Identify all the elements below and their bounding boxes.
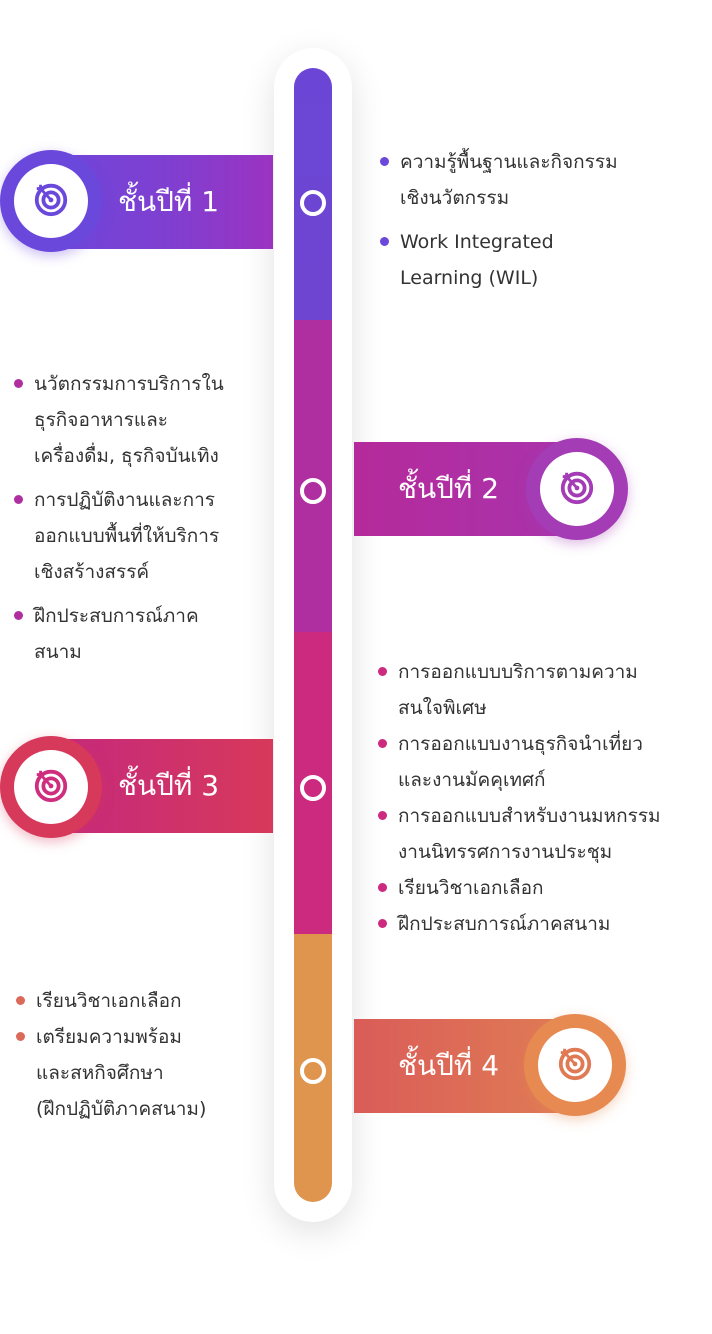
timeline-node-year-2 bbox=[300, 478, 326, 504]
year-3-label: ชั้นปีที่ 3 bbox=[118, 769, 220, 802]
year-3-badge bbox=[0, 736, 102, 838]
bullet bbox=[16, 1032, 25, 1041]
year-3-item-1: การออกแบบบริการตามความ สนใจพิเศษ bbox=[398, 661, 638, 719]
target-icon bbox=[558, 468, 596, 510]
year-1-list: ความรู้พื้นฐานและกิจกรรม เชิงนวัตกรรม Wo… bbox=[378, 144, 698, 296]
bullet bbox=[14, 611, 23, 620]
list-item: เรียนวิชาเอกเลือก bbox=[14, 983, 272, 1019]
year-4-list: เรียนวิชาเอกเลือก เตรียมความพร้อม และสหก… bbox=[14, 983, 272, 1127]
target-icon bbox=[32, 766, 70, 808]
timeline-track bbox=[294, 68, 332, 1202]
list-item: เตรียมความพร้อม และสหกิจศึกษา (ฝึกปฏิบัต… bbox=[14, 1019, 272, 1127]
year-2-item-3: ฝึกประสบการณ์ภาค สนาม bbox=[34, 605, 199, 663]
year-4-item-1: เรียนวิชาเอกเลือก bbox=[36, 990, 182, 1012]
target-icon bbox=[556, 1044, 594, 1086]
list-item: การออกแบบสำหรับงานมหกรรม งานนิทรรศการงาน… bbox=[376, 798, 712, 870]
year-4-item-2: เตรียมความพร้อม และสหกิจศึกษา (ฝึกปฏิบัต… bbox=[36, 1026, 207, 1120]
list-item: ฝึกประสบการณ์ภาค สนาม bbox=[12, 598, 272, 670]
year-4-label: ชั้นปีที่ 4 bbox=[398, 1049, 500, 1082]
year-3-list: การออกแบบบริการตามความ สนใจพิเศษ การออกแ… bbox=[376, 654, 712, 942]
year-1-label: ชั้นปีที่ 1 bbox=[118, 185, 220, 218]
timeline-node-year-1 bbox=[300, 190, 326, 216]
list-item: เรียนวิชาเอกเลือก bbox=[376, 870, 712, 906]
bullet bbox=[380, 237, 389, 246]
list-item: การออกแบบงานธุรกิจนำเที่ยว และงานมัคคุเท… bbox=[376, 726, 712, 798]
bullet bbox=[378, 919, 387, 928]
target-icon bbox=[32, 180, 70, 222]
bullet bbox=[14, 379, 23, 388]
timeline-segment-year-2 bbox=[294, 320, 332, 632]
year-2-label: ชั้นปีที่ 2 bbox=[398, 472, 500, 505]
year-3-item-5: ฝึกประสบการณ์ภาคสนาม bbox=[398, 913, 611, 935]
list-item: Work Integrated Learning (WIL) bbox=[378, 224, 698, 296]
bullet bbox=[16, 996, 25, 1005]
bullet bbox=[14, 495, 23, 504]
year-3-item-2: การออกแบบงานธุรกิจนำเที่ยว และงานมัคคุเท… bbox=[398, 733, 643, 791]
list-item: การปฏิบัติงานและการ ออกแบบพื้นที่ให้บริก… bbox=[12, 482, 272, 590]
bullet bbox=[378, 739, 387, 748]
bullet bbox=[378, 811, 387, 820]
list-item: การออกแบบบริการตามความ สนใจพิเศษ bbox=[376, 654, 712, 726]
bullet bbox=[380, 157, 389, 166]
timeline-node-year-3 bbox=[300, 775, 326, 801]
year-2-list: นวัตกรรมการบริการใน ธุรกิจอาหารและ เครื่… bbox=[12, 366, 272, 670]
year-2-badge bbox=[526, 438, 628, 540]
year-3-item-4: เรียนวิชาเอกเลือก bbox=[398, 877, 544, 899]
list-item: ความรู้พื้นฐานและกิจกรรม เชิงนวัตกรรม bbox=[378, 144, 698, 216]
timeline-node-year-4 bbox=[300, 1058, 326, 1084]
year-2-item-2: การปฏิบัติงานและการ ออกแบบพื้นที่ให้บริก… bbox=[34, 489, 220, 583]
bullet bbox=[378, 883, 387, 892]
year-4-badge bbox=[524, 1014, 626, 1116]
bullet bbox=[378, 667, 387, 676]
year-3-item-3: การออกแบบสำหรับงานมหกรรม งานนิทรรศการงาน… bbox=[398, 805, 661, 863]
year-1-item-1: ความรู้พื้นฐานและกิจกรรม เชิงนวัตกรรม bbox=[400, 151, 618, 209]
year-1-badge bbox=[0, 150, 102, 252]
year-1-item-2: Work Integrated Learning (WIL) bbox=[400, 231, 554, 289]
year-2-item-1: นวัตกรรมการบริการใน ธุรกิจอาหารและ เครื่… bbox=[34, 373, 224, 467]
list-item: ฝึกประสบการณ์ภาคสนาม bbox=[376, 906, 712, 942]
list-item: นวัตกรรมการบริการใน ธุรกิจอาหารและ เครื่… bbox=[12, 366, 272, 474]
